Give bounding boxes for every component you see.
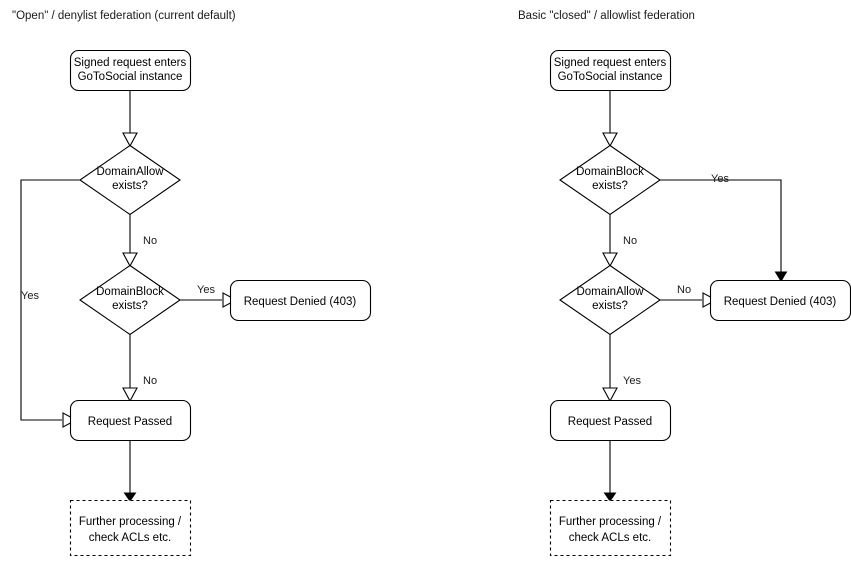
arrowhead-open-icon: [602, 387, 618, 403]
decision-label-line2: exists?: [592, 300, 628, 312]
node-request-passed-right[interactable]: Request Passed: [549, 399, 672, 442]
arrowhead-open-icon: [702, 292, 718, 308]
edge-label-domainblock-yes: Yes: [711, 173, 729, 185]
diagram-title-open-denylist: "Open" / denylist federation (current de…: [12, 10, 236, 22]
arrowhead-open-icon: [122, 132, 138, 148]
edge-label-domainblock-no: No: [623, 235, 637, 247]
diagram-open-denylist: "Open" / denylist federation (current de…: [12, 10, 372, 557]
diagram-title-closed-allowlist: Basic "closed" / allowlist federation: [518, 10, 695, 22]
edge-domainallow-yes-to-request-passed-left: Yes: [20, 179, 80, 428]
arrowhead-open-icon: [62, 412, 78, 428]
start-box-label-line1: Signed request enters: [74, 57, 187, 69]
node-further-processing-left[interactable]: Further processing / check ACLs etc.: [69, 499, 192, 557]
edge-domainblock-yes-to-request-denied-right: Yes: [660, 173, 788, 282]
further-processing-label-line1: Further processing /: [79, 516, 182, 528]
edge-domainallow-no-to-request-denied-right: No: [660, 284, 718, 308]
arrowhead-solid-icon: [123, 492, 137, 502]
node-decision-domainblock-right[interactable]: DomainBlock exists?: [559, 144, 661, 216]
edge-domainblock-no-to-domainallow-right: No: [602, 214, 637, 268]
node-further-processing-right[interactable]: Further processing / check ACLs etc.: [549, 499, 672, 557]
edge-label-domainblock-yes: Yes: [197, 284, 215, 296]
request-denied-label: Request Denied (403): [244, 296, 357, 308]
decision-label-line1: DomainAllow: [576, 286, 644, 298]
node-signed-request-start-right[interactable]: Signed request enters GoToSocial instanc…: [549, 49, 672, 92]
start-box-label-line1: Signed request enters: [554, 57, 667, 69]
arrowhead-solid-icon: [774, 271, 788, 282]
start-box-label-line2: GoToSocial instance: [558, 71, 663, 83]
further-processing-box-shape: [69, 499, 192, 557]
start-box-label-line2: GoToSocial instance: [78, 71, 183, 83]
node-decision-domainallow-right[interactable]: DomainAllow exists?: [559, 264, 661, 336]
arrowhead-solid-icon: [603, 492, 617, 502]
edge-request-passed-to-further-right: [603, 440, 617, 502]
decision-label-line2: exists?: [112, 300, 148, 312]
edge-label-domainallow-yes: Yes: [623, 375, 641, 387]
further-processing-label-line1: Further processing /: [559, 516, 662, 528]
further-processing-label-line2: check ACLs etc.: [569, 532, 651, 544]
edge-start-to-domainallow-left: [122, 90, 138, 148]
request-passed-label: Request Passed: [88, 416, 172, 428]
edge-domainblock-yes-to-request-denied-left: Yes: [180, 284, 238, 308]
further-processing-label-line2: check ACLs etc.: [89, 532, 171, 544]
arrowhead-open-icon: [122, 387, 138, 403]
arrowhead-open-icon: [122, 252, 138, 268]
arrowhead-open-icon: [602, 132, 618, 148]
arrowhead-open-icon: [602, 252, 618, 268]
request-denied-box-shape: [229, 279, 372, 322]
edge-domainblock-no-to-request-passed-left: No: [122, 334, 157, 403]
decision-label-line2: exists?: [592, 180, 628, 192]
edge-label-domainallow-no: No: [677, 284, 691, 296]
node-request-denied-left[interactable]: Request Denied (403): [229, 279, 372, 322]
edge-label-domainallow-yes: Yes: [21, 290, 39, 302]
node-request-passed-left[interactable]: Request Passed: [69, 399, 192, 442]
decision-label-line2: exists?: [112, 180, 148, 192]
edge-label-domainblock-no: No: [143, 375, 157, 387]
diagram-closed-allowlist: Basic "closed" / allowlist federation Si…: [518, 10, 851, 557]
edge-domainallow-no-to-domainblock-left: No: [122, 214, 157, 268]
decision-label-line1: DomainBlock: [576, 166, 644, 178]
node-decision-domainallow-left[interactable]: DomainAllow exists?: [79, 144, 181, 216]
arrowhead-open-icon: [222, 292, 238, 308]
edge-start-to-domainblock-right: [602, 90, 618, 148]
edge-domainallow-yes-to-request-passed-right: Yes: [602, 334, 641, 403]
further-processing-box-shape: [549, 499, 672, 557]
request-denied-label: Request Denied (403): [724, 296, 837, 308]
decision-label-line1: DomainAllow: [96, 166, 164, 178]
node-request-denied-right[interactable]: Request Denied (403): [709, 279, 851, 322]
edge-request-passed-to-further-left: [123, 440, 137, 502]
node-decision-domainblock-left[interactable]: DomainBlock exists?: [79, 264, 181, 336]
request-passed-label: Request Passed: [568, 416, 652, 428]
node-signed-request-start-left[interactable]: Signed request enters GoToSocial instanc…: [69, 49, 192, 92]
decision-label-line1: DomainBlock: [96, 286, 164, 298]
edge-label-domainallow-no: No: [143, 235, 157, 247]
